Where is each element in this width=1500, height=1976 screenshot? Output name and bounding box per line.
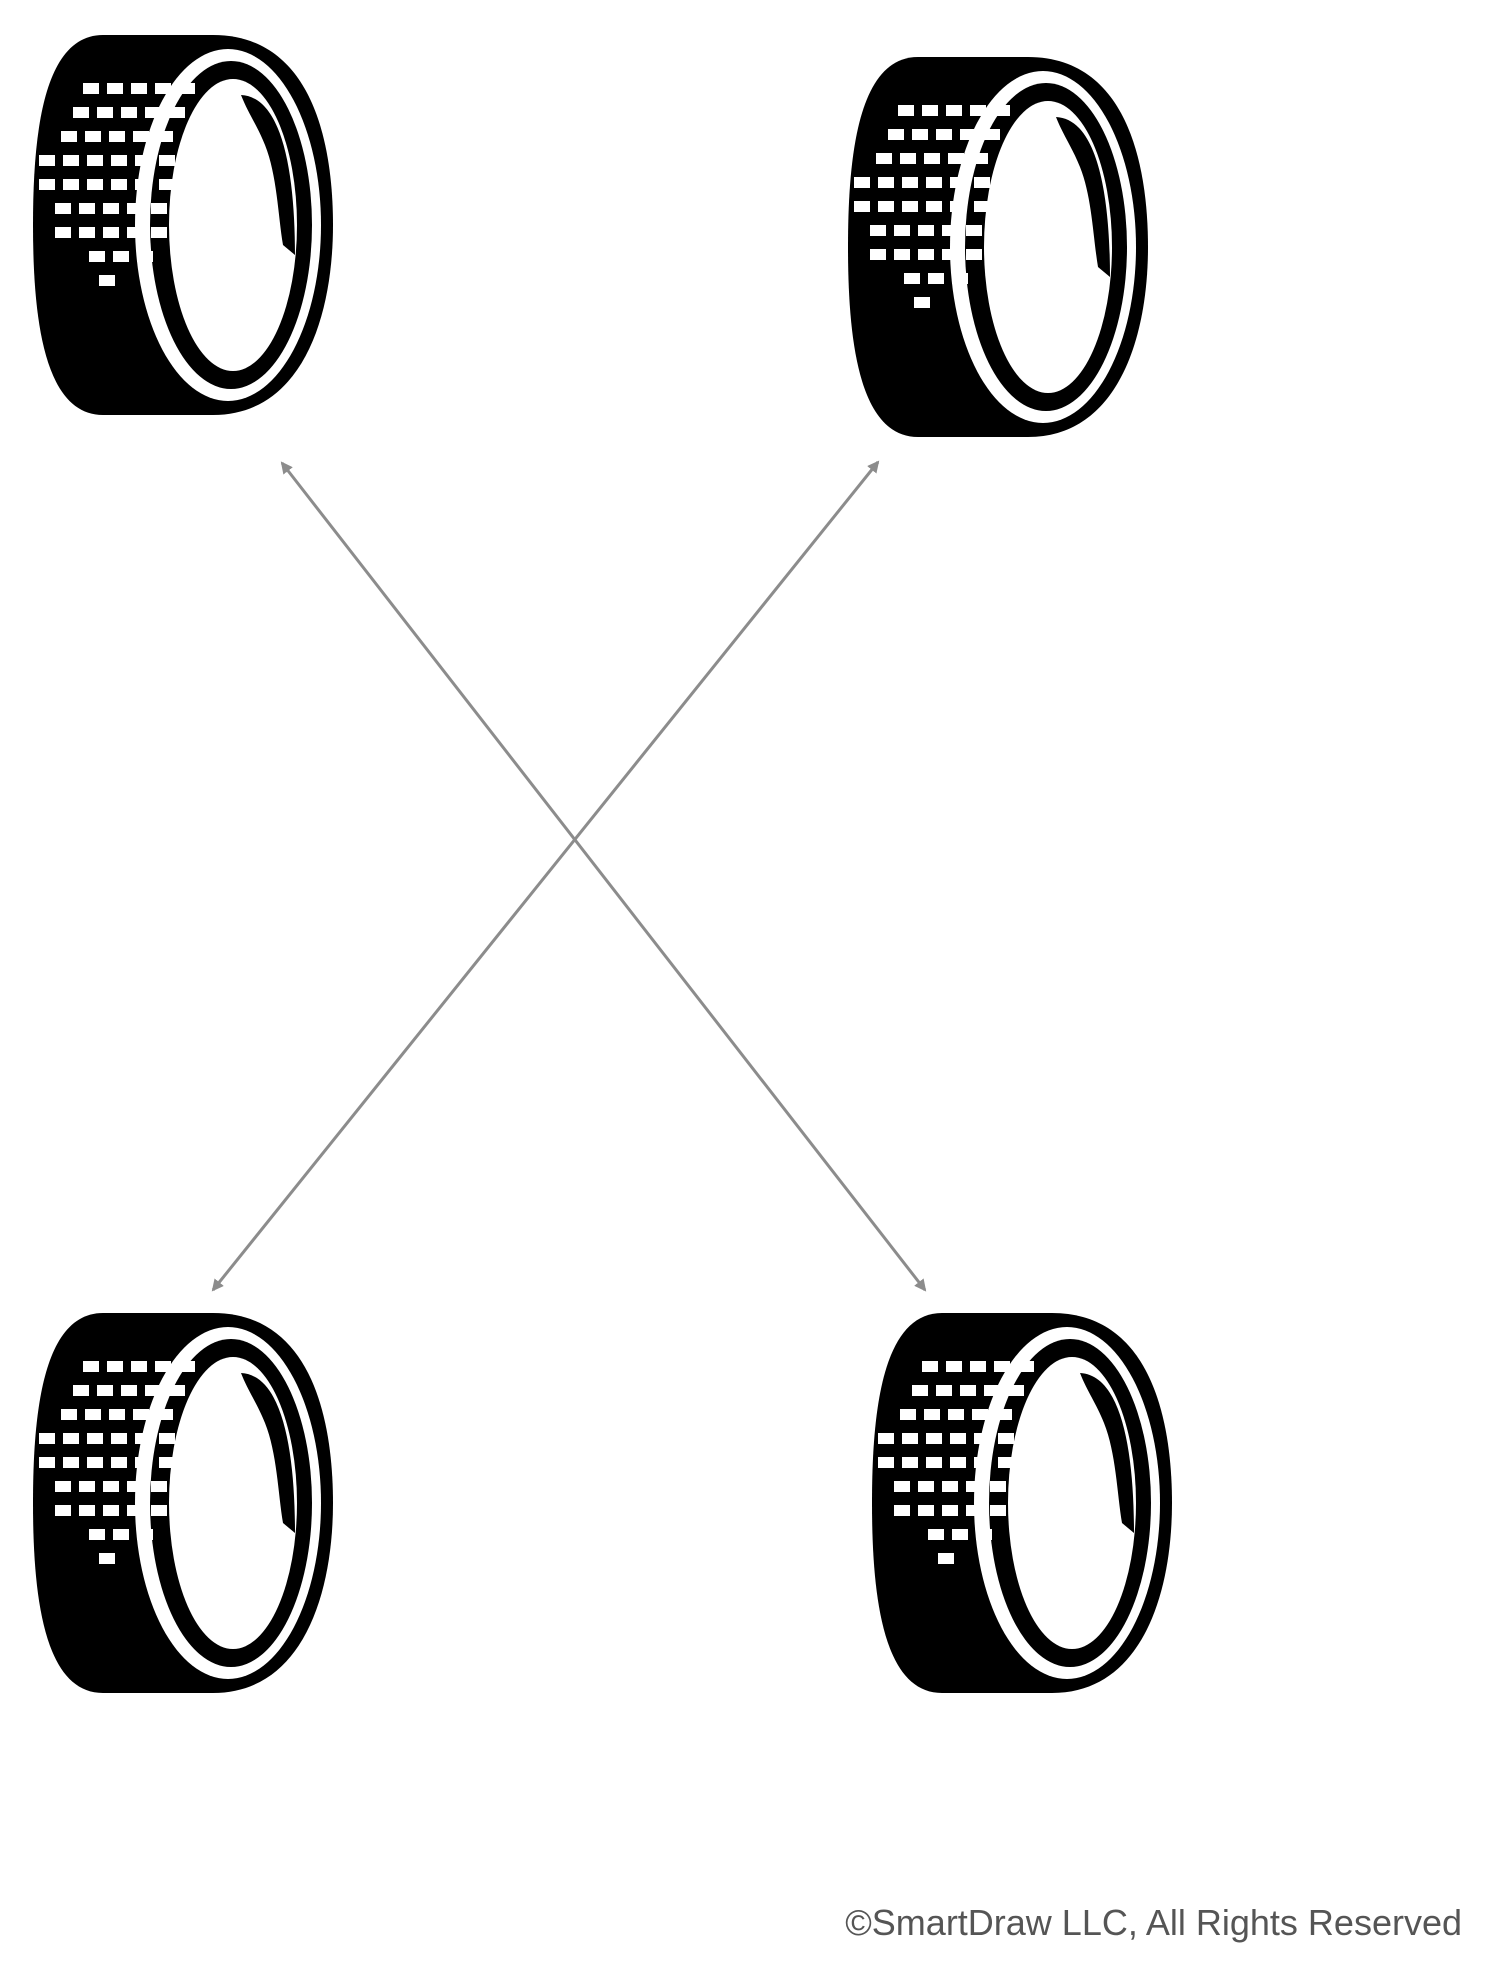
arrow-front-right-rear-left (211, 460, 880, 1292)
arrow-front-left-rear-right (280, 461, 927, 1292)
tire-icon-front-right (848, 57, 1148, 437)
copyright-notice: ©SmartDraw LLC, All Rights Reserved (845, 1902, 1462, 1943)
tire-icon-rear-left (33, 1313, 333, 1693)
tire-icon-rear-right (872, 1313, 1172, 1693)
tire-icon-front-left (33, 35, 333, 415)
